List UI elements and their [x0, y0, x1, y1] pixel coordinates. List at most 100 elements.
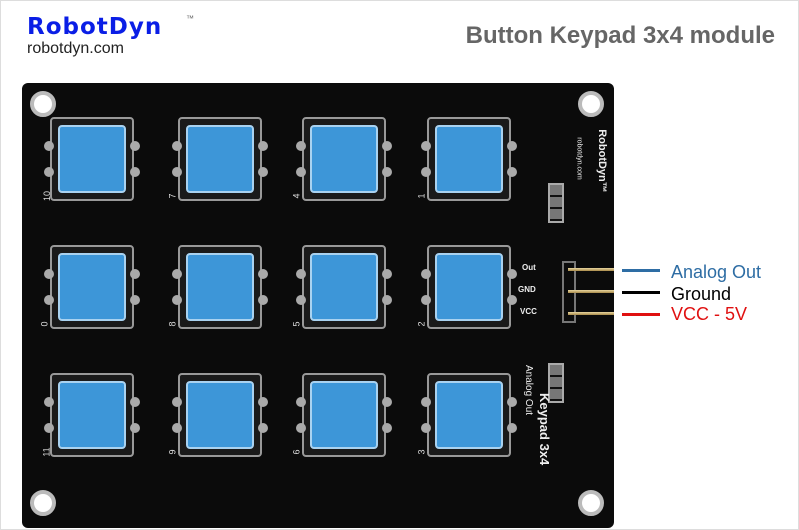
button-cap: [58, 125, 126, 193]
button-cap: [58, 253, 126, 321]
button-pin: [258, 295, 268, 305]
keypad-button[interactable]: 4: [292, 111, 392, 207]
keypad-button[interactable]: 3: [417, 367, 517, 463]
button-cap: [186, 125, 254, 193]
keypad-button[interactable]: 0: [40, 239, 140, 335]
button-number: 3: [416, 449, 427, 455]
keypad-button[interactable]: 8: [168, 239, 268, 335]
button-pin: [296, 423, 306, 433]
silk-logo: RobotDyn™: [595, 129, 608, 193]
button-pin: [44, 167, 54, 177]
button-pin: [258, 141, 268, 151]
button-pin: [382, 295, 392, 305]
button-pin: [44, 397, 54, 407]
button-pin: [382, 423, 392, 433]
button-pin: [507, 397, 517, 407]
button-pin: [421, 295, 431, 305]
button-pin: [130, 167, 140, 177]
board-name: Keypad 3x4: [537, 393, 552, 466]
pin-out: [568, 268, 614, 271]
smd-resistors: [548, 363, 564, 403]
label-vcc: VCC - 5V: [671, 304, 748, 324]
button-pin: [507, 167, 517, 177]
pin-vcc: [568, 312, 614, 315]
button-pin: [507, 295, 517, 305]
button-cap: [310, 125, 378, 193]
silk-website: robotdyn.com: [575, 137, 583, 180]
pin-gnd: [568, 290, 614, 293]
keypad-button[interactable]: 11: [41, 367, 140, 463]
button-pin: [44, 295, 54, 305]
button-pin: [507, 423, 517, 433]
keypad-button[interactable]: 6: [292, 367, 392, 463]
pin-label-vcc: VCC: [520, 307, 537, 316]
button-number: 4: [291, 193, 302, 199]
button-cap: [435, 125, 503, 193]
board-subname: Analog Out: [523, 365, 534, 416]
page-title: Button Keypad 3x4 module: [465, 22, 775, 49]
button-pin: [44, 269, 54, 279]
button-pin: [130, 423, 140, 433]
button-pin: [296, 295, 306, 305]
button-pin: [382, 269, 392, 279]
wire-ground: [622, 291, 660, 294]
button-pin: [507, 269, 517, 279]
button-pin: [172, 141, 182, 151]
keypad-button[interactable]: 7: [168, 111, 268, 207]
label-ground: Ground: [671, 284, 732, 304]
mounting-hole: [30, 91, 56, 117]
button-pin: [382, 167, 392, 177]
wire-analog-out: [622, 269, 660, 272]
button-pin: [421, 269, 431, 279]
keypad-button[interactable]: 2: [417, 239, 517, 335]
button-pin: [296, 269, 306, 279]
button-pin: [172, 269, 182, 279]
mounting-hole: [30, 490, 56, 516]
button-pin: [172, 167, 182, 177]
wire-vcc: [622, 313, 660, 316]
trademark: ™: [186, 14, 194, 23]
button-pin: [296, 141, 306, 151]
button-cap: [435, 253, 503, 321]
button-pin: [130, 269, 140, 279]
button-number: 5: [291, 321, 302, 327]
keypad-button[interactable]: 10: [42, 111, 140, 207]
keypad-button[interactable]: 9: [168, 367, 268, 463]
button-pin: [258, 397, 268, 407]
button-pin: [258, 167, 268, 177]
button-pin: [130, 141, 140, 151]
button-pin: [44, 423, 54, 433]
button-pin: [421, 141, 431, 151]
button-pin: [421, 397, 431, 407]
button-number: 9: [167, 449, 178, 455]
button-number: 0: [39, 321, 50, 327]
pin-label-gnd: GND: [518, 285, 536, 294]
keypad-board: RobotDyn™ robotdyn.com Out GND VCC Keypa…: [22, 83, 614, 528]
button-cap: [310, 253, 378, 321]
robotdyn-logo: RobotDyn: [27, 14, 163, 40]
website: robotdyn.com: [27, 40, 124, 57]
button-pin: [382, 141, 392, 151]
button-pin: [382, 397, 392, 407]
button-pin: [130, 397, 140, 407]
button-number: 6: [291, 449, 302, 455]
button-number: 2: [416, 321, 427, 327]
mounting-hole: [578, 91, 604, 117]
pin-label-out: Out: [522, 263, 536, 272]
keypad-button[interactable]: 1: [417, 111, 517, 207]
button-pin: [172, 423, 182, 433]
keypad-button[interactable]: 5: [292, 239, 392, 335]
button-cap: [186, 253, 254, 321]
button-pin: [258, 423, 268, 433]
button-pin: [44, 141, 54, 151]
button-cap: [58, 381, 126, 449]
button-number: 7: [167, 193, 178, 199]
button-number: 1: [416, 193, 427, 199]
mounting-hole: [578, 490, 604, 516]
button-cap: [435, 381, 503, 449]
label-analog-out: Analog Out: [671, 262, 762, 282]
button-cap: [186, 381, 254, 449]
button-number: 11: [41, 447, 52, 457]
smd-resistors: [548, 183, 564, 223]
button-number: 8: [167, 321, 178, 327]
